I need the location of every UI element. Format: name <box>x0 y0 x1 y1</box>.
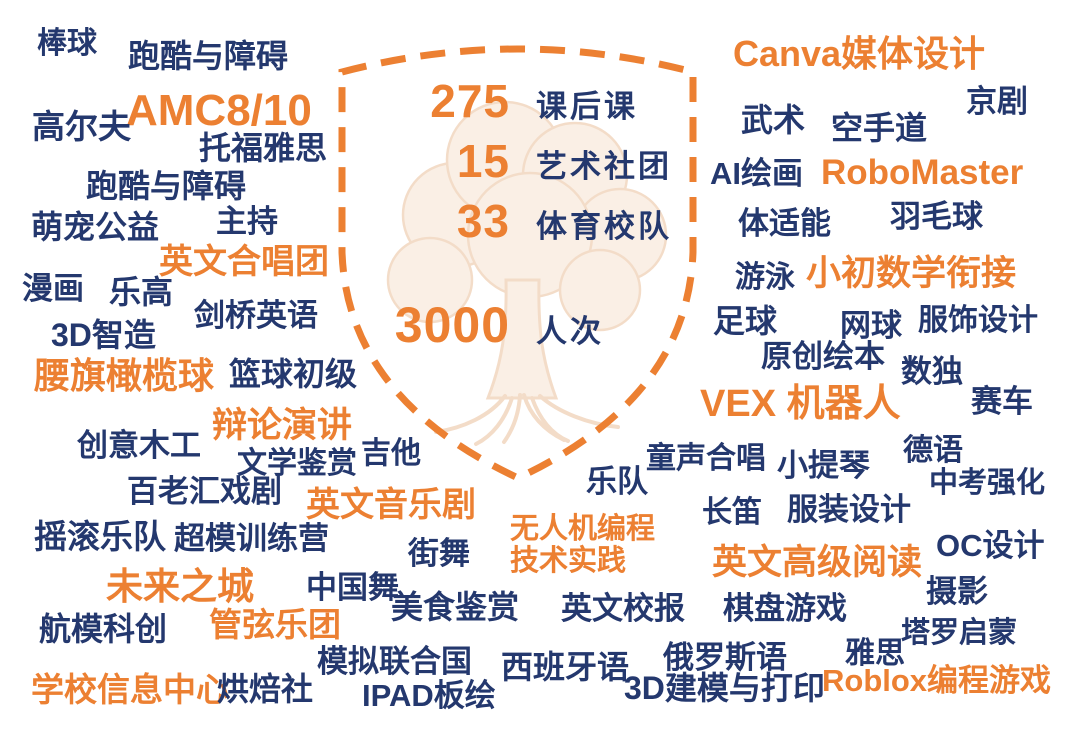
club-word: 服装设计 <box>787 492 911 527</box>
club-word: 京剧 <box>966 84 1028 119</box>
club-word: 腰旗橄榄球 <box>34 355 215 396</box>
club-word: 跑酷与障碍 <box>128 38 289 74</box>
club-word: 托福雅思 <box>199 130 328 166</box>
stat-value: 33 <box>456 195 510 247</box>
club-word: 赛车 <box>971 384 1033 419</box>
club-word: 主持 <box>216 204 278 239</box>
club-word: 未来之城 <box>106 566 254 607</box>
club-word: 空手道 <box>831 110 928 146</box>
club-word: 网球 <box>840 308 902 343</box>
club-word: 长笛 <box>702 496 762 529</box>
club-word: 烘焙社 <box>217 671 314 707</box>
club-word: 俄罗斯语 <box>663 640 787 675</box>
club-word: 超模训练营 <box>174 521 329 556</box>
stat-label: 艺术社团 <box>536 149 672 184</box>
club-word: AMC8/10 <box>126 86 312 135</box>
club-word: 英文高级阅读 <box>712 543 923 582</box>
club-word: AI绘画 <box>710 156 803 191</box>
club-word: 游泳 <box>735 261 795 294</box>
stat-row: 275 课后课 <box>380 74 638 128</box>
club-word: 摇滚乐队 <box>34 518 166 555</box>
club-word: 百老汇戏剧 <box>127 474 282 509</box>
club-word: 漫画 <box>22 271 84 306</box>
club-word: 跑酷与障碍 <box>86 168 247 204</box>
club-word: 中国舞 <box>306 570 399 605</box>
club-word: 文学鉴赏 <box>237 447 357 480</box>
stat-label: 体育校队 <box>536 209 672 244</box>
club-word: 英文校报 <box>561 591 685 626</box>
club-word: 棒球 <box>37 27 97 60</box>
club-word: 英文音乐剧 <box>306 486 476 524</box>
club-word: 吉他 <box>361 437 421 470</box>
club-word: 体适能 <box>738 206 831 241</box>
club-word: 高尔夫 <box>32 108 131 145</box>
club-word: 乐高 <box>109 274 174 310</box>
club-word: 服饰设计 <box>918 304 1038 337</box>
club-word: 小初数学衔接 <box>806 254 1017 293</box>
stat-label: 课后课 <box>536 89 638 124</box>
stat-row: 3000 人次 <box>380 296 604 354</box>
stat-row: 15 艺术社团 <box>380 134 672 188</box>
club-word: 足球 <box>713 303 778 339</box>
club-word: 萌宠公益 <box>31 209 160 245</box>
tree-watermark <box>386 100 668 446</box>
club-word: RoboMaster <box>821 153 1024 192</box>
club-word: 3D建模与打印 <box>624 670 825 706</box>
club-word: Canva媒体设计 <box>733 33 986 74</box>
club-word: 航模科创 <box>39 611 168 647</box>
club-word: 雅思 <box>845 637 905 670</box>
club-word: 乐队 <box>586 464 648 499</box>
club-word: 模拟联合国 <box>317 644 472 679</box>
stat-value: 15 <box>456 135 510 187</box>
club-word: IPAD板绘 <box>362 678 496 713</box>
club-word: 管弦乐团 <box>209 606 341 643</box>
club-word: 技术实践 <box>510 545 627 577</box>
club-word: 羽毛球 <box>890 199 983 234</box>
club-word: OC设计 <box>936 528 1045 563</box>
club-word: 摄影 <box>926 574 988 609</box>
club-word: 中考强化 <box>929 467 1046 499</box>
stat-value: 3000 <box>394 297 510 353</box>
club-word: 剑桥英语 <box>194 298 318 333</box>
club-word: 3D智造 <box>51 317 156 353</box>
club-word: 童声合唱 <box>646 442 766 475</box>
club-word: 武术 <box>741 102 806 138</box>
club-word: 小提琴 <box>777 448 870 483</box>
club-word: 无人机编程 <box>510 513 656 545</box>
club-word: VEX 机器人 <box>700 383 901 425</box>
club-word: 篮球初级 <box>229 356 358 392</box>
club-word: 学校信息中心 <box>31 671 229 708</box>
shield-dashed-border <box>338 45 697 482</box>
stat-row: 33 体育校队 <box>380 194 672 248</box>
stat-value: 275 <box>430 75 510 127</box>
club-word: 辩论演讲 <box>212 406 353 445</box>
stat-label: 人次 <box>536 314 604 349</box>
club-word: 数独 <box>901 354 963 389</box>
club-word: 德语 <box>903 434 963 467</box>
club-word: 西班牙语 <box>501 649 630 685</box>
club-word: 街舞 <box>408 536 470 571</box>
stats-panel: 275 课后课 15 艺术社团 33 体育校队 3000 人次 <box>380 66 710 426</box>
club-word: 美食鉴赏 <box>391 589 520 625</box>
club-word: Roblox编程游戏 <box>822 663 1052 698</box>
club-word: 原创绘本 <box>761 339 885 374</box>
club-word: 英文合唱团 <box>159 243 329 281</box>
club-word: 创意木工 <box>77 428 201 463</box>
club-word: 塔罗启蒙 <box>901 617 1018 649</box>
club-word: 棋盘游戏 <box>723 591 847 626</box>
